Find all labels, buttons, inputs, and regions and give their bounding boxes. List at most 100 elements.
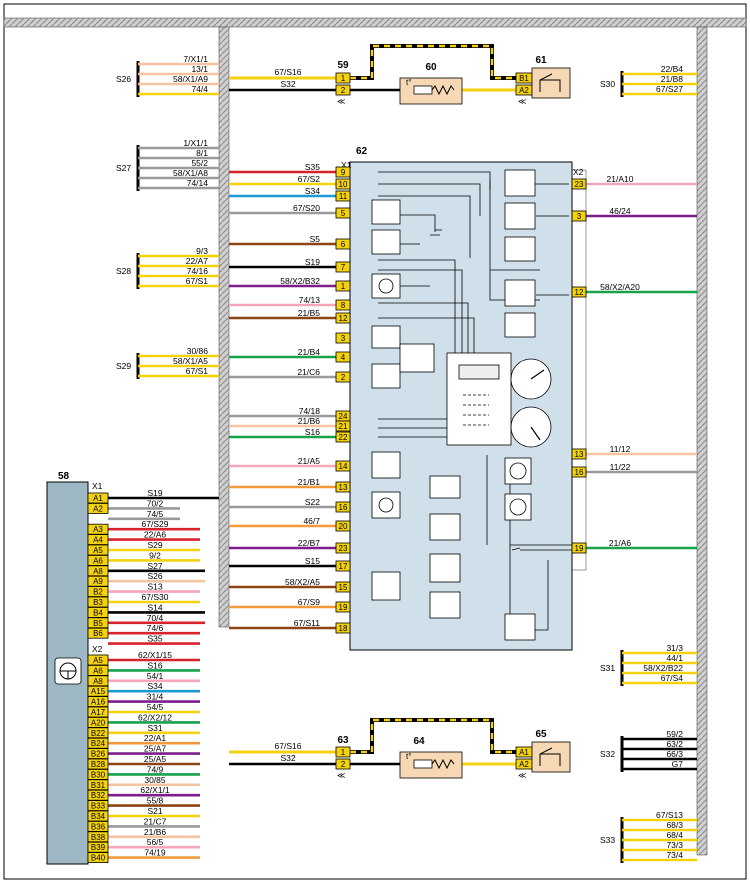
ecu58-x2-wire-label: S34 [147, 681, 162, 691]
splice-wire-label: 59/2 [666, 729, 683, 739]
panel62-left-pin-label: 2 [341, 373, 346, 382]
switch65-label: 65 [535, 729, 547, 740]
panel62-left-wire-label: 67/S9 [298, 597, 320, 607]
ecu58-x1-wire-label: 22/A6 [144, 530, 166, 540]
ecu58-x2-pin-label: B33 [91, 802, 106, 811]
panel62-left-pin-label: 1 [341, 282, 346, 291]
panel62-left-pin [335, 520, 351, 532]
panel62-left-wire-label: 21/B1 [298, 477, 320, 487]
ecu58-x1-pin [87, 627, 109, 639]
panel62-left-wire-label: 74/18 [299, 406, 321, 416]
splice-wire-label: 67/S27 [656, 84, 683, 94]
panel62-left-wire-label: 67/S11 [294, 618, 321, 628]
panel62-left-pin-label: 9 [341, 168, 346, 177]
panel62-left-pin [335, 501, 351, 513]
panel62-left-pin-label: 6 [341, 240, 346, 249]
ecu58-x2-wire-label: 54/5 [147, 702, 164, 712]
ecu58-x2-wire-label: 31/4 [147, 692, 164, 702]
switch65-body [531, 741, 571, 773]
ecu58-x2-pin-label: A6 [93, 666, 103, 675]
switch61-label: 61 [535, 55, 547, 66]
ecu58-x1-pin [87, 534, 109, 545]
splice-wire-label: 9/3 [196, 246, 208, 256]
switch61-pin-b1: B1 [519, 74, 529, 83]
panel62-left-pin [335, 431, 351, 443]
ecu58-x2-pin-label: B28 [91, 760, 106, 769]
panel62-right-wire-label: 21/A6 [609, 538, 631, 548]
panel62-left-pin [335, 560, 351, 572]
panel62-left-wire-label: S19 [305, 257, 320, 267]
splice-s27-label: S27 [116, 163, 131, 173]
panel62-internals [371, 169, 572, 641]
ecu58-x2-pin-label: B32 [91, 791, 106, 800]
ecu58-x2-pin [87, 675, 109, 687]
panel62-left-pin [335, 190, 351, 202]
ecu58-x1-pin-label: B6 [93, 629, 103, 638]
panel62-left-pin [335, 178, 351, 190]
panel62-left-pin-label: 3 [341, 334, 346, 343]
panel62-x2-label: X2 [573, 167, 584, 177]
panel62-left-wire-label: 21/B5 [298, 308, 320, 318]
splice-wire-label: G7 [672, 759, 684, 769]
top-harness-bus [3, 17, 747, 28]
switch61-body [531, 67, 571, 99]
ecu58-x1-wire-label: 74/6 [147, 623, 164, 633]
panel62-left-pin [335, 166, 351, 178]
ecu58-x2-wire-label: S21 [147, 806, 162, 816]
splice-wire-label: 21/B8 [661, 74, 683, 84]
panel62-left-pin-label: 23 [339, 544, 348, 553]
panel62-right-pin-label: 13 [575, 450, 584, 459]
sensor60-label: 60 [425, 62, 437, 73]
ecu58-x2-pin-label: A20 [91, 718, 106, 727]
conn59-pin1-label: 1 [341, 74, 346, 83]
panel62-left-pin-label: 14 [339, 462, 348, 471]
ecu58-x1-wire-label: 9/2 [149, 550, 161, 560]
panel62-left-wire-label: 21/A5 [298, 456, 320, 466]
panel62-left-wire-label: S22 [305, 497, 320, 507]
ecu58-x1-pin [87, 596, 109, 608]
panel62-left-wire-label: S16 [305, 427, 320, 437]
ecu58-x2-pin-label: B26 [91, 750, 106, 759]
ecu58-x2-wire-label: S31 [147, 723, 162, 733]
panel62-left-pin-label: 7 [341, 263, 346, 272]
switch65-pin-a2: A2 [519, 760, 529, 769]
splice-wire-label: 67/S1 [186, 366, 208, 376]
switch61-pin-a2: A2 [519, 86, 529, 95]
panel62-left-pin [335, 351, 351, 363]
panel62-left-wire-label: S35 [305, 162, 320, 172]
panel62-left-connector: 9S351067/S211S34567/S206S57S19158/X2/B32… [229, 162, 351, 634]
splice-wire-label: 13/1 [191, 64, 208, 74]
panel62-left-pin-label: 19 [339, 603, 348, 612]
panel62-left-pin-label: 18 [339, 624, 348, 633]
svg-text:≪: ≪ [337, 97, 345, 106]
panel62-left-pin [335, 542, 351, 554]
conn63-pin2-label: 2 [341, 760, 346, 769]
right-harness-bus [696, 26, 708, 856]
panel62-left-pin-label: 12 [339, 314, 348, 323]
ecu58-x2-pin [87, 810, 109, 822]
ecu58-x1-pin-label: A8 [93, 567, 103, 576]
ecu58-x2-wire-label: 25/A7 [144, 744, 166, 754]
panel62-left-wire-label: 21/C6 [297, 367, 320, 377]
panel62-left-pin [335, 312, 351, 324]
panel62-left-pin [335, 581, 351, 593]
ecu58-x2-pin-label: B22 [91, 729, 106, 738]
ecu58-x2-wire-label: 62/X1/1 [140, 785, 170, 795]
ecu58-x1-wire-label: S26 [147, 571, 162, 581]
top-circuit: 1 2 59 t° 60 B1 A2 61 67/S16 S32 ≪ ≪ [229, 44, 571, 106]
splice-wire-label: 22/B4 [661, 64, 683, 74]
panel62-left-pin [335, 238, 351, 250]
ecu58-x2-pin-label: A17 [91, 708, 106, 717]
ecu58-x2-pin-label: B34 [91, 812, 106, 821]
conn59-pin1 [335, 72, 351, 84]
splice-wire-label: 44/1 [666, 653, 683, 663]
panel62-left-wire-label: 46/7 [303, 516, 320, 526]
panel62-left-pin-label: 13 [339, 483, 348, 492]
panel62-left-pin-label: 20 [339, 522, 348, 531]
ecu58-x1-pin-label: B2 [93, 588, 103, 597]
ecu58-x1-pin [87, 617, 109, 629]
ecu58-x2-wire-label: 30/85 [144, 775, 166, 785]
switch65-pin-a1: A1 [519, 748, 529, 757]
splice-s30-label: S30 [600, 79, 615, 89]
frame-border [3, 3, 747, 880]
